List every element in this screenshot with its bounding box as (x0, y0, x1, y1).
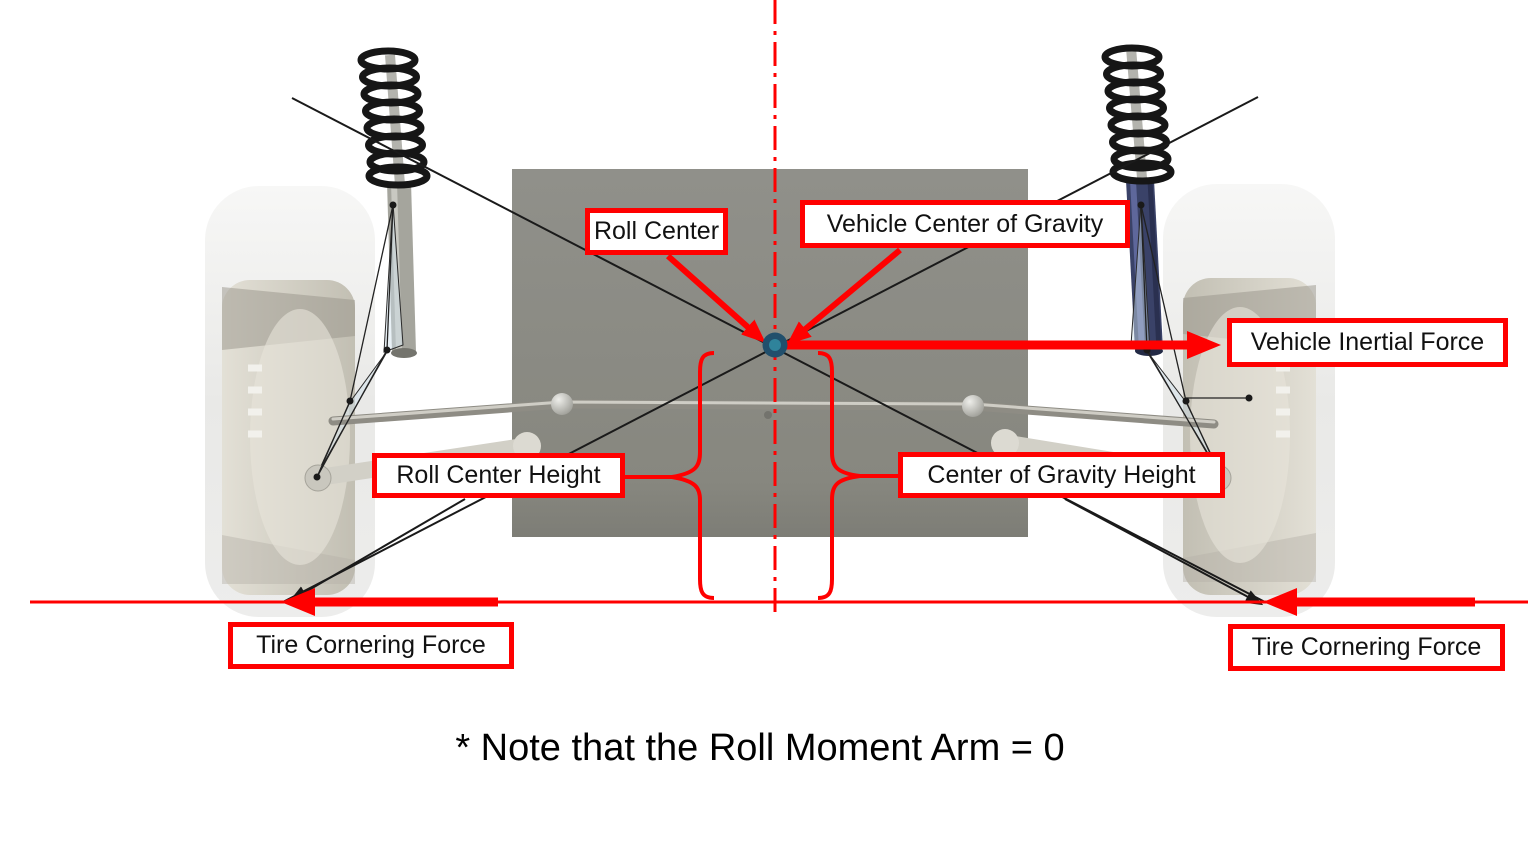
roll-center-height-leader-arrow (289, 498, 466, 602)
vehicle-cg-leader-arrow (786, 247, 902, 345)
cg-height-leader-arrow (1064, 498, 1264, 606)
roll-moment-arm-note: * Note that the Roll Moment Arm = 0 (455, 727, 1065, 769)
tire-cornering-force-label-left: Tire Cornering Force (228, 622, 514, 669)
left-rim-ridges (248, 364, 262, 438)
right-rim-ridges (1276, 364, 1290, 438)
left-coilover (357, 47, 431, 358)
rod-ball-left (551, 393, 573, 415)
roll-center-height-label: Roll Center Height (372, 453, 625, 498)
left-spring-coil (357, 47, 431, 189)
right-spring-coil (1101, 44, 1175, 185)
left-tire (205, 186, 375, 617)
stabilizer-rod (328, 393, 1219, 429)
rod-ball-right (962, 395, 984, 417)
tire-cornering-force-label-right: Tire Cornering Force (1228, 624, 1505, 671)
chassis-pivot-dot (764, 411, 772, 419)
center-of-gravity-height-label: Center of Gravity Height (898, 452, 1225, 498)
roll-center-leader-arrow (666, 253, 766, 343)
roll-center-label: Roll Center (585, 208, 728, 255)
roll-center-cg-dot (762, 332, 788, 358)
vehicle-inertial-force-label: Vehicle Inertial Force (1227, 318, 1508, 367)
vehicle-center-of-gravity-label: Vehicle Center of Gravity (800, 200, 1130, 248)
